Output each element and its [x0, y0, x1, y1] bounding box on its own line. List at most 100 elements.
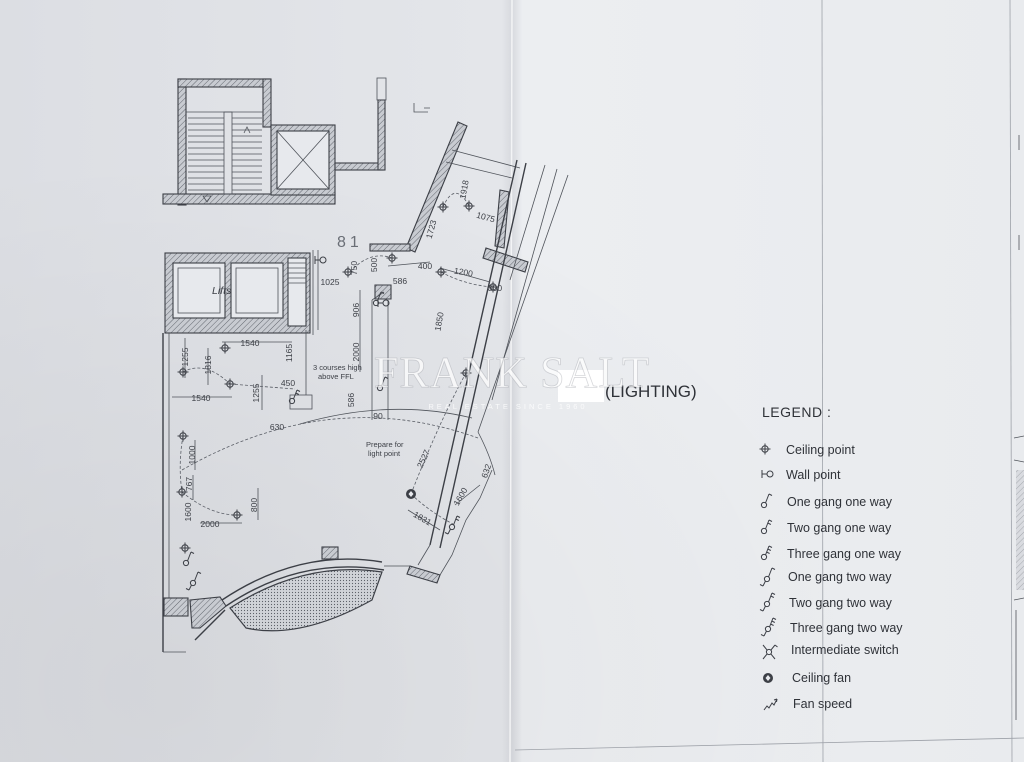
balcony-lens — [229, 569, 383, 632]
upper-right-room-part — [451, 149, 521, 169]
watermark-tagline: REAL ESTATE SINCE 1960 — [428, 402, 587, 411]
paper-fold — [509, 0, 513, 762]
upper-wall-segment-part — [413, 103, 430, 113]
legend: LEGEND : Ceiling point Wall point One ga… — [759, 404, 903, 711]
adjacent-sheet-fragment-part — [1013, 435, 1024, 439]
lift-block-part — [172, 262, 226, 319]
interior-lines-part — [181, 417, 479, 471]
dimension-label: 750 — [349, 261, 359, 275]
exterior-wall-part — [491, 168, 558, 401]
upper-wall-segment-part — [377, 99, 386, 171]
legend-item-label: Fan speed — [793, 697, 852, 711]
exterior-wall-part — [439, 162, 527, 549]
lift-block-part — [177, 267, 221, 314]
dimension-label: 1025 — [321, 277, 340, 287]
dimension-label: 2000 — [351, 342, 361, 361]
sheet-border-line — [821, 0, 824, 762]
lower-walls-part — [221, 558, 383, 601]
lower-walls-part — [406, 565, 441, 584]
lift-block-part — [287, 257, 307, 327]
left-wall — [162, 333, 189, 653]
upper-right-room-part — [374, 284, 392, 300]
dimension-lines-part — [439, 267, 491, 283]
legend-item-label: Intermediate switch — [791, 643, 899, 657]
dimension-label: 300 — [488, 283, 502, 293]
plan-note: above FFL — [318, 372, 354, 381]
dimension-label: 2000 — [201, 519, 220, 529]
dimension-label: 1000 — [187, 445, 197, 464]
upper-right-room-part — [369, 243, 411, 252]
dimension-lines-part — [387, 261, 431, 267]
sheet-bottom-border — [514, 737, 1024, 751]
lift-block-part — [230, 262, 284, 319]
upper-wall-segment — [334, 77, 430, 171]
lower-walls-part — [225, 566, 385, 607]
upper-right-room-part — [494, 189, 510, 249]
left-wall-part — [163, 597, 189, 617]
dimension-label: 906 — [351, 303, 361, 317]
legend-item-label: Three gang one way — [787, 547, 902, 561]
interior-lines-part — [477, 431, 496, 476]
lower-walls — [189, 469, 493, 641]
legend-item-label: Ceiling point — [786, 443, 855, 457]
upper-right-room-part — [445, 161, 513, 179]
dimension-label: 1600 — [183, 502, 193, 521]
dimension-label: 500 — [369, 258, 379, 272]
upper-wall-segment-part — [334, 162, 384, 171]
lighting-wiring — [179, 192, 494, 525]
lifts-label: Lifts — [212, 285, 232, 297]
legend-item-label: Two gang two way — [789, 596, 893, 610]
dimension-label: 1255 — [251, 383, 261, 402]
interior-lines-part — [371, 291, 385, 301]
lift-shaft — [270, 124, 336, 196]
dimension-label: 1165 — [284, 344, 294, 363]
lighting-wiring-part — [410, 493, 454, 525]
legend-item-label: Three gang two way — [790, 621, 903, 635]
legend-heading: LEGEND : — [762, 404, 831, 420]
adjacent-sheet-fragment-part — [1013, 459, 1024, 463]
adjacent-sheet-fragment-part — [1016, 470, 1024, 590]
dimension-label: 450 — [281, 378, 295, 388]
lighting-wiring-part — [410, 372, 467, 495]
plan-note: Prepare for — [366, 440, 404, 449]
stair-block-part — [223, 111, 233, 195]
lower-walls-part — [417, 544, 431, 566]
exterior-wall-part — [429, 159, 518, 546]
dimension-label: 630 — [270, 422, 284, 432]
stair-block-part — [262, 78, 272, 128]
dimension-label: 1255 — [180, 347, 190, 366]
stair-block-part — [202, 195, 212, 203]
lighting-wiring-part — [440, 271, 494, 288]
exterior-wall — [429, 159, 569, 549]
legend-item-label: One gang one way — [787, 495, 893, 509]
dimension-label: 1816 — [203, 355, 213, 374]
stair-block-part — [177, 78, 271, 88]
upper-right-room — [369, 121, 529, 300]
dimension-label: 1200 — [453, 265, 474, 278]
adjacent-sheet-fragment-part — [1013, 597, 1024, 601]
dimension-label: 586 — [346, 393, 356, 407]
stair-block-part — [162, 193, 336, 205]
legend-item-label: One gang two way — [788, 570, 892, 584]
ceiling-fan-icon — [406, 489, 416, 499]
plan-note: light point — [368, 449, 401, 458]
lift-shaft-part — [276, 130, 330, 190]
redaction-box — [558, 370, 604, 402]
adjacent-sheet-fragment — [1013, 135, 1024, 720]
room-number: 81 — [337, 234, 363, 251]
lower-walls-part — [189, 596, 227, 629]
stair-block — [162, 78, 336, 206]
lighting-wiring-part — [349, 255, 393, 273]
dimension-label: 1723 — [424, 219, 439, 240]
lighting-wiring-part — [179, 435, 184, 493]
exterior-wall-part — [509, 164, 546, 281]
sheet-right-border — [1009, 0, 1013, 762]
legend-item-label: Two gang one way — [787, 521, 892, 535]
dimension-label: 1850 — [432, 311, 445, 332]
dimension-label: 90 — [373, 411, 383, 421]
dimension-label: 1918 — [457, 179, 470, 200]
stair-block-part — [177, 78, 187, 206]
watermark-brand: FRANK SALT — [374, 348, 650, 397]
